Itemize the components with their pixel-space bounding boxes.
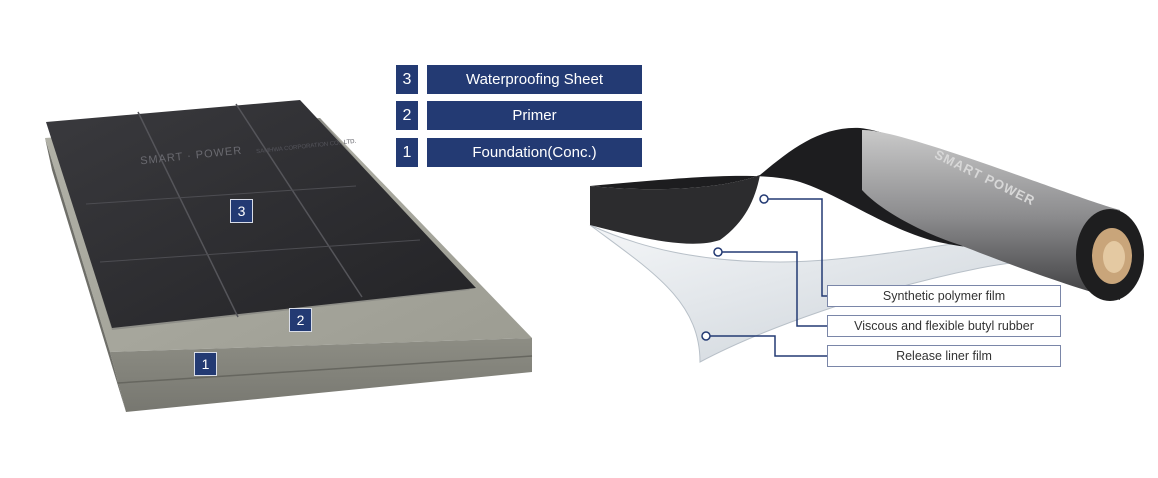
legend-num: 3: [396, 65, 418, 94]
primer-layer-badge: 2: [289, 308, 312, 332]
callout-synthetic-polymer-film: Synthetic polymer film: [827, 285, 1061, 307]
leader-dots: [701, 194, 769, 341]
legend-label: Primer: [427, 101, 642, 130]
sheet-layer-badge: 3: [230, 199, 253, 223]
sheet-layer: [46, 100, 476, 328]
legend-num: 1: [396, 138, 418, 167]
foundation-layer-badge: 1: [194, 352, 217, 376]
legend-label: Foundation(Conc.): [427, 138, 642, 167]
callout-release-liner-film: Release liner film: [827, 345, 1061, 367]
leader-lines: [706, 198, 827, 357]
legend-row-sheet: 3 Waterproofing Sheet: [396, 65, 642, 94]
callout-butyl-rubber: Viscous and flexible butyl rubber: [827, 315, 1061, 337]
legend-row-primer: 2 Primer: [396, 101, 642, 130]
legend-num: 2: [396, 101, 418, 130]
legend-row-foundation: 1 Foundation(Conc.): [396, 138, 642, 167]
legend-label: Waterproofing Sheet: [427, 65, 642, 94]
